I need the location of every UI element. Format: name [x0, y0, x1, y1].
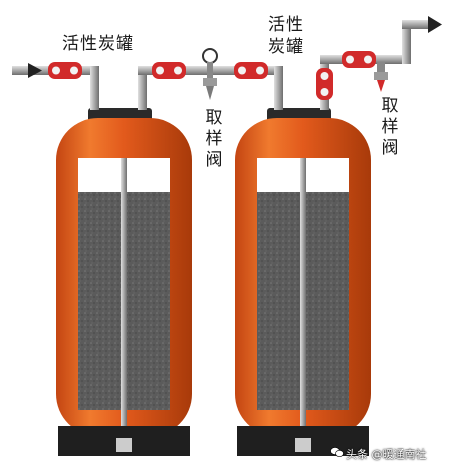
outlet-riser	[402, 22, 411, 64]
inlet-valve	[48, 62, 82, 79]
sample-drip-icon	[206, 86, 214, 100]
sampling-valve-1	[202, 48, 218, 100]
transfer-valve-1	[152, 62, 186, 79]
tank-1-outlet-stub	[116, 438, 132, 452]
tank-2	[235, 108, 371, 456]
watermark: 头条 @暖通南社	[346, 448, 427, 461]
tank-1-outlet-riser	[138, 66, 147, 110]
wechat-icon	[330, 447, 344, 458]
outlet-top	[402, 20, 434, 29]
tank-2-label: 活性炭罐	[268, 15, 304, 57]
outlet-valve-vertical	[316, 68, 333, 100]
tank-1-center-pipe	[121, 158, 127, 444]
outlet-arrow-icon	[428, 16, 442, 33]
sampling-valve-2	[374, 62, 388, 92]
sample-drip-icon	[377, 80, 385, 92]
outlet-valve	[342, 51, 376, 68]
pressure-gauge-icon	[202, 48, 218, 64]
inlet-arrow-icon	[28, 63, 42, 78]
transfer-valve-2	[234, 62, 268, 79]
sampling-valve-1-label: 取样阀	[205, 108, 223, 170]
valves	[48, 51, 376, 100]
tank-2-inlet-riser	[274, 66, 283, 110]
tank-1-label: 活性炭罐	[62, 34, 134, 54]
tank-1-inlet-riser	[90, 66, 99, 110]
tank-1	[56, 108, 192, 456]
sampling-valve-2-label: 取样阀	[381, 96, 399, 158]
tank-2-outlet-stub	[295, 438, 311, 452]
tank-2-center-pipe	[300, 158, 306, 444]
